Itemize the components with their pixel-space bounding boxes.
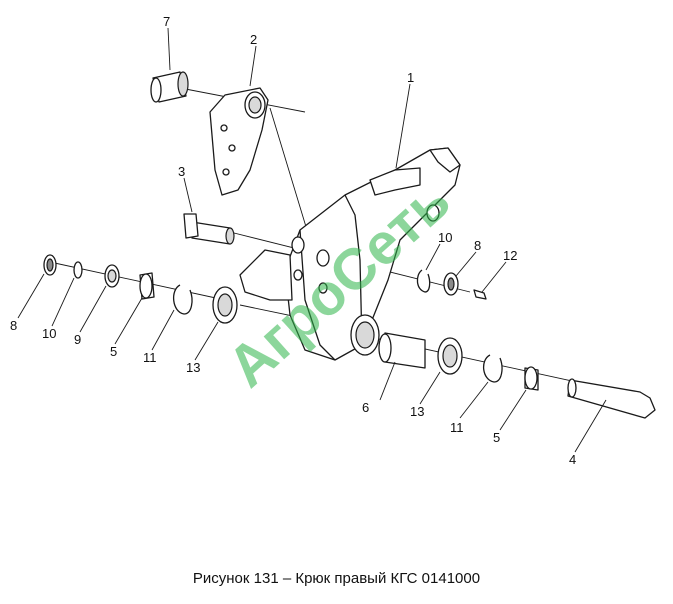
callout-6: 6 (362, 400, 369, 415)
callout-2: 2 (250, 32, 257, 47)
right-bottom-hardware (378, 332, 656, 419)
callout-10-right: 10 (438, 230, 452, 245)
callout-3: 3 (178, 164, 185, 179)
callout-11-left: 11 (143, 350, 157, 365)
leader-lines (17, 27, 607, 453)
callout-13-left: 13 (186, 360, 200, 375)
callout-7: 7 (163, 14, 170, 29)
callout-8-left: 8 (10, 318, 17, 333)
callout-4: 4 (569, 452, 576, 467)
callout-10-left: 10 (42, 326, 56, 341)
bracket-plate-part (209, 87, 269, 196)
figure-caption: Рисунок 131 – Крюк правый КГС 0141000 (192, 570, 481, 587)
right-top-hardware (416, 269, 487, 300)
hook-body-part (239, 147, 461, 361)
callout-5-left: 5 (110, 344, 117, 359)
exploded-parts-diagram: 1 2 3 4 5 6 7 8 10 9 5 11 13 10 8 12 13 … (10, 14, 656, 467)
callout-12: 12 (503, 248, 517, 263)
callout-9: 9 (74, 332, 81, 347)
callout-labels: 1 2 3 4 5 6 7 8 10 9 5 11 13 10 8 12 13 … (10, 14, 576, 467)
callout-1: 1 (407, 70, 414, 85)
pin-part (183, 213, 235, 245)
callout-8-right: 8 (474, 238, 481, 253)
left-hardware-stack (43, 254, 238, 324)
bushing-part (150, 71, 189, 103)
callout-5-right: 5 (493, 430, 500, 445)
callout-13-right: 13 (410, 404, 424, 419)
callout-11-right: 11 (450, 420, 464, 435)
